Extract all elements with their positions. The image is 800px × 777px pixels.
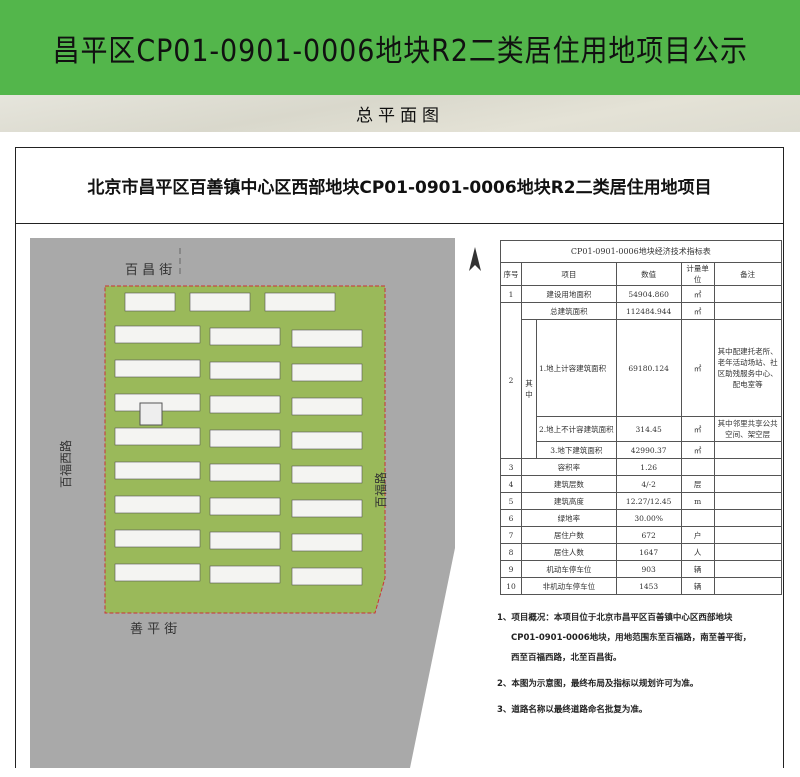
buildings — [114, 292, 363, 586]
residential-building — [114, 427, 201, 446]
residential-building — [209, 497, 281, 516]
residential-building — [114, 325, 201, 344]
residential-building — [114, 359, 201, 378]
note-3: 3、道路名称以最终道路命名批复为准。 — [497, 705, 648, 715]
residential-building — [114, 461, 201, 480]
plan-frame: 北京市昌平区百善镇中心区西部地块CP01-0901-0006地块R2二类居住用地… — [15, 147, 784, 768]
street-north: 百 昌 街 — [125, 263, 172, 278]
residential-building — [291, 465, 363, 484]
section-title: 总平面图 — [356, 106, 444, 126]
community-building — [139, 402, 163, 426]
residential-building — [291, 431, 363, 450]
residential-building — [114, 495, 201, 514]
residential-building — [291, 363, 363, 382]
header-banner: 昌平区CP01-0901-0006地块R2二类居住用地项目公示 — [0, 0, 800, 95]
residential-building — [291, 567, 363, 586]
residential-building — [114, 529, 201, 548]
plan-title: 北京市昌平区百善镇中心区西部地块CP01-0901-0006地块R2二类居住用地… — [16, 148, 783, 224]
section-band: 总平面图 — [0, 95, 800, 132]
residential-building — [124, 292, 176, 312]
street-west: 百福西路 — [58, 440, 73, 488]
residential-building — [291, 397, 363, 416]
note-2: 2、本图为示意图，最终布局及指标以规划许可为准。 — [497, 679, 699, 689]
residential-building — [291, 533, 363, 552]
residential-building — [209, 395, 281, 414]
page-title: 昌平区CP01-0901-0006地块R2二类居住用地项目公示 — [52, 33, 748, 69]
indicator-table: CP01-0901-0006地块经济技术指标表 序号 项目 数值 计量单位 备注… — [500, 240, 782, 595]
site-plan-map: 百 昌 街 善 平 街 百福西路 百福路 — [30, 238, 455, 768]
street-east: 百福路 — [373, 472, 388, 508]
residential-building — [209, 531, 281, 550]
residential-building — [189, 292, 251, 312]
residential-building — [209, 361, 281, 380]
residential-building — [264, 292, 336, 312]
table-title: CP01-0901-0006地块经济技术指标表 — [500, 240, 782, 263]
north-arrow-icon — [469, 247, 481, 271]
residential-building — [209, 463, 281, 482]
residential-building — [291, 499, 363, 518]
residential-building — [114, 563, 201, 582]
residential-building — [209, 565, 281, 584]
residential-building — [209, 429, 281, 448]
table-header: 序号 项目 数值 计量单位 备注 — [500, 262, 782, 286]
residential-building — [209, 327, 281, 346]
residential-building — [291, 329, 363, 348]
street-south: 善 平 街 — [130, 621, 177, 637]
